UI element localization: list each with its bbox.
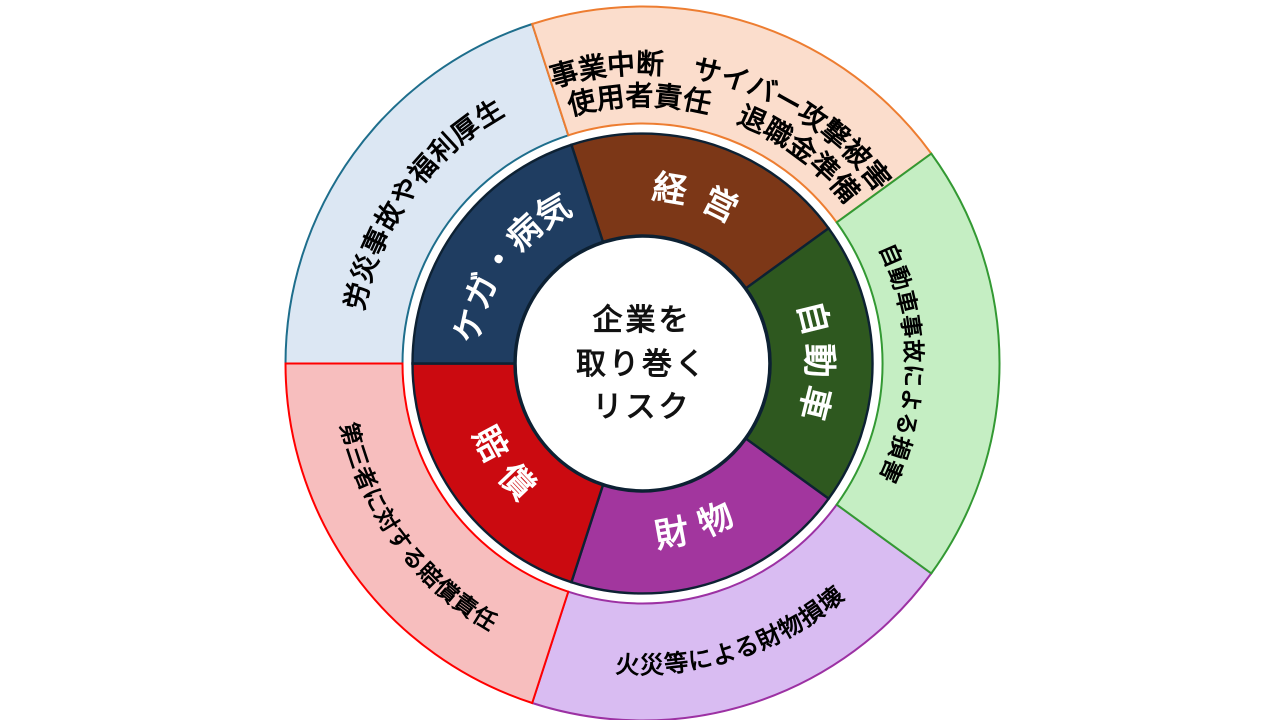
outer-sector-injury-risks: [284, 22, 570, 365]
outer-sector-automobile-risks: [835, 152, 1001, 575]
inner-ring: [411, 132, 874, 595]
outer-sector-liability-risks: [284, 362, 570, 705]
outer-sector-management-risks: [530, 5, 933, 224]
center-title-line3: リスク: [592, 390, 692, 424]
outer-ring: [284, 5, 1001, 720]
center-title-line1: 企業を: [592, 303, 692, 337]
outer-sector-property-risks: [530, 503, 933, 720]
center-title-line2: 取り巻く: [576, 347, 708, 381]
center-title: 企業を 取り巻く リスク: [517, 299, 767, 430]
center-circle: [514, 235, 771, 492]
